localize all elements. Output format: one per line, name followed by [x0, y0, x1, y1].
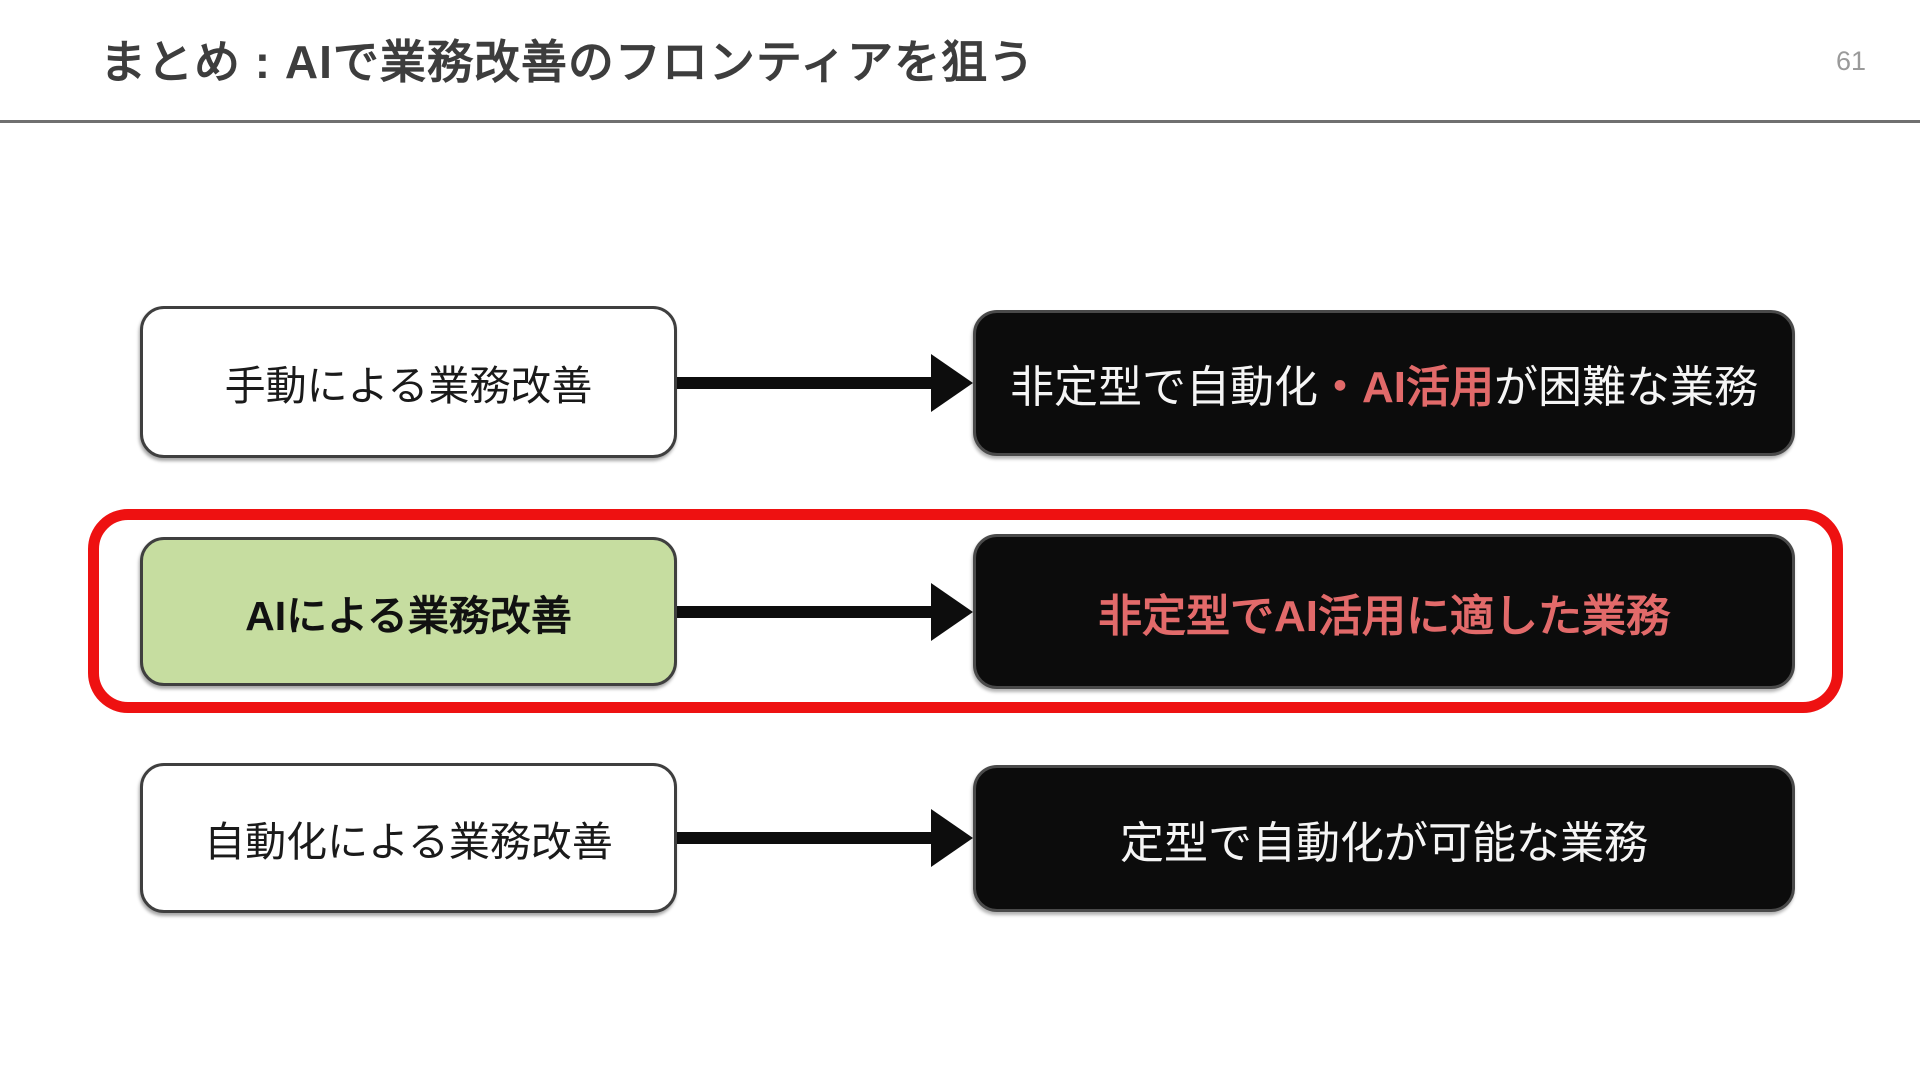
- box-nonroutine-difficult-tasks: 非定型で自動化・AI活用が困難な業務: [973, 310, 1795, 456]
- box-label: 定型で自動化が可能な業務: [1120, 807, 1648, 871]
- text-segment: 定型で自動化が可能な業務: [1120, 818, 1648, 868]
- text-segment-red: ・AI活用: [1318, 363, 1494, 412]
- page-title: まとめ : AIで業務改善のフロンティアを狙う: [100, 36, 1036, 88]
- right-arrow-line: [677, 377, 933, 389]
- right-arrow-line: [677, 832, 933, 844]
- page-number: 61: [1836, 46, 1867, 76]
- text-segment: が困難な業務: [1494, 363, 1758, 412]
- box-label: 非定型で自動化・AI活用が困難な業務: [1010, 351, 1758, 415]
- box-nonroutine-ai-suitable-tasks: 非定型でAI活用に適した業務: [973, 534, 1795, 689]
- right-arrow-head-icon: [931, 583, 973, 641]
- box-label: 自動化による業務改善: [204, 819, 613, 865]
- right-arrow-head-icon: [931, 354, 973, 412]
- right-arrow-head-icon: [931, 809, 973, 867]
- right-arrow-line: [677, 606, 933, 618]
- text-segment: 非定型で自動化: [1010, 363, 1318, 412]
- box-manual-improvement: 手動による業務改善: [140, 306, 677, 458]
- text-segment-red: 非定型でAI活用に適した業務: [1098, 591, 1670, 641]
- title-divider-line: [0, 120, 1920, 123]
- box-label: 手動による業務改善: [224, 363, 593, 409]
- highlight-outline: [88, 509, 1843, 713]
- box-ai-improvement: AIによる業務改善: [140, 537, 677, 686]
- box-automation-improvement: 自動化による業務改善: [140, 763, 677, 913]
- box-routine-automatable-tasks: 定型で自動化が可能な業務: [973, 765, 1795, 912]
- box-label: AIによる業務改善: [245, 592, 572, 639]
- box-label: 非定型でAI活用に適した業務: [1098, 580, 1670, 644]
